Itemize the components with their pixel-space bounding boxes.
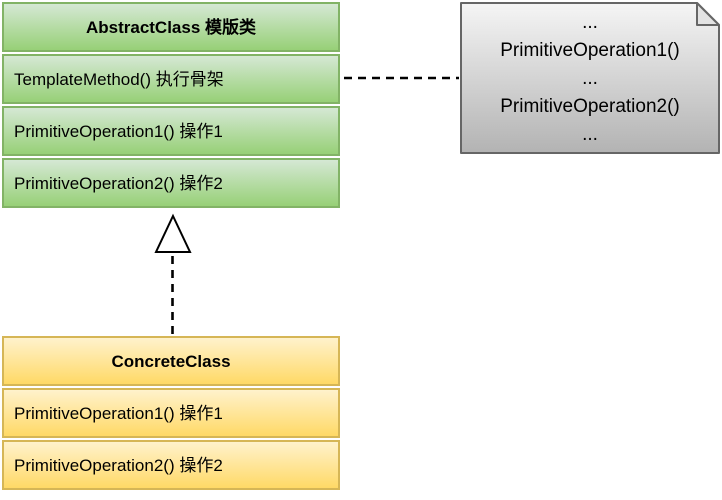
concrete-class-method-primitive-operation1: PrimitiveOperation1() 操作1: [2, 388, 340, 438]
inheritance-triangle-icon: [154, 213, 192, 253]
abstract-class-title: AbstractClass 模版类: [2, 2, 340, 52]
concrete-class-title: ConcreteClass: [2, 336, 340, 386]
concrete-class-method-primitive-operation2: PrimitiveOperation2() 操作2: [2, 440, 340, 490]
abstract-class-box: AbstractClass 模版类 TemplateMethod() 执行骨架 …: [2, 2, 340, 210]
note-line-ellipsis-1: ...: [582, 12, 598, 33]
note-line-primitive-operation1: PrimitiveOperation1(): [500, 40, 680, 61]
abstract-class-method-primitive-operation2: PrimitiveOperation2() 操作2: [2, 158, 340, 208]
concrete-class-box: ConcreteClass PrimitiveOperation1() 操作1 …: [2, 336, 340, 492]
note-fold-icon: [696, 2, 720, 26]
note-line-ellipsis-2: ...: [582, 68, 598, 89]
abstract-class-method-primitive-operation1: PrimitiveOperation1() 操作1: [2, 106, 340, 156]
note-line-primitive-operation2: PrimitiveOperation2(): [500, 96, 680, 117]
note-text: ... PrimitiveOperation1() ... PrimitiveO…: [461, 9, 719, 149]
note-line-ellipsis-3: ...: [582, 124, 598, 145]
note-shape: [460, 2, 720, 154]
abstract-class-method-template-method: TemplateMethod() 执行骨架: [2, 54, 340, 104]
